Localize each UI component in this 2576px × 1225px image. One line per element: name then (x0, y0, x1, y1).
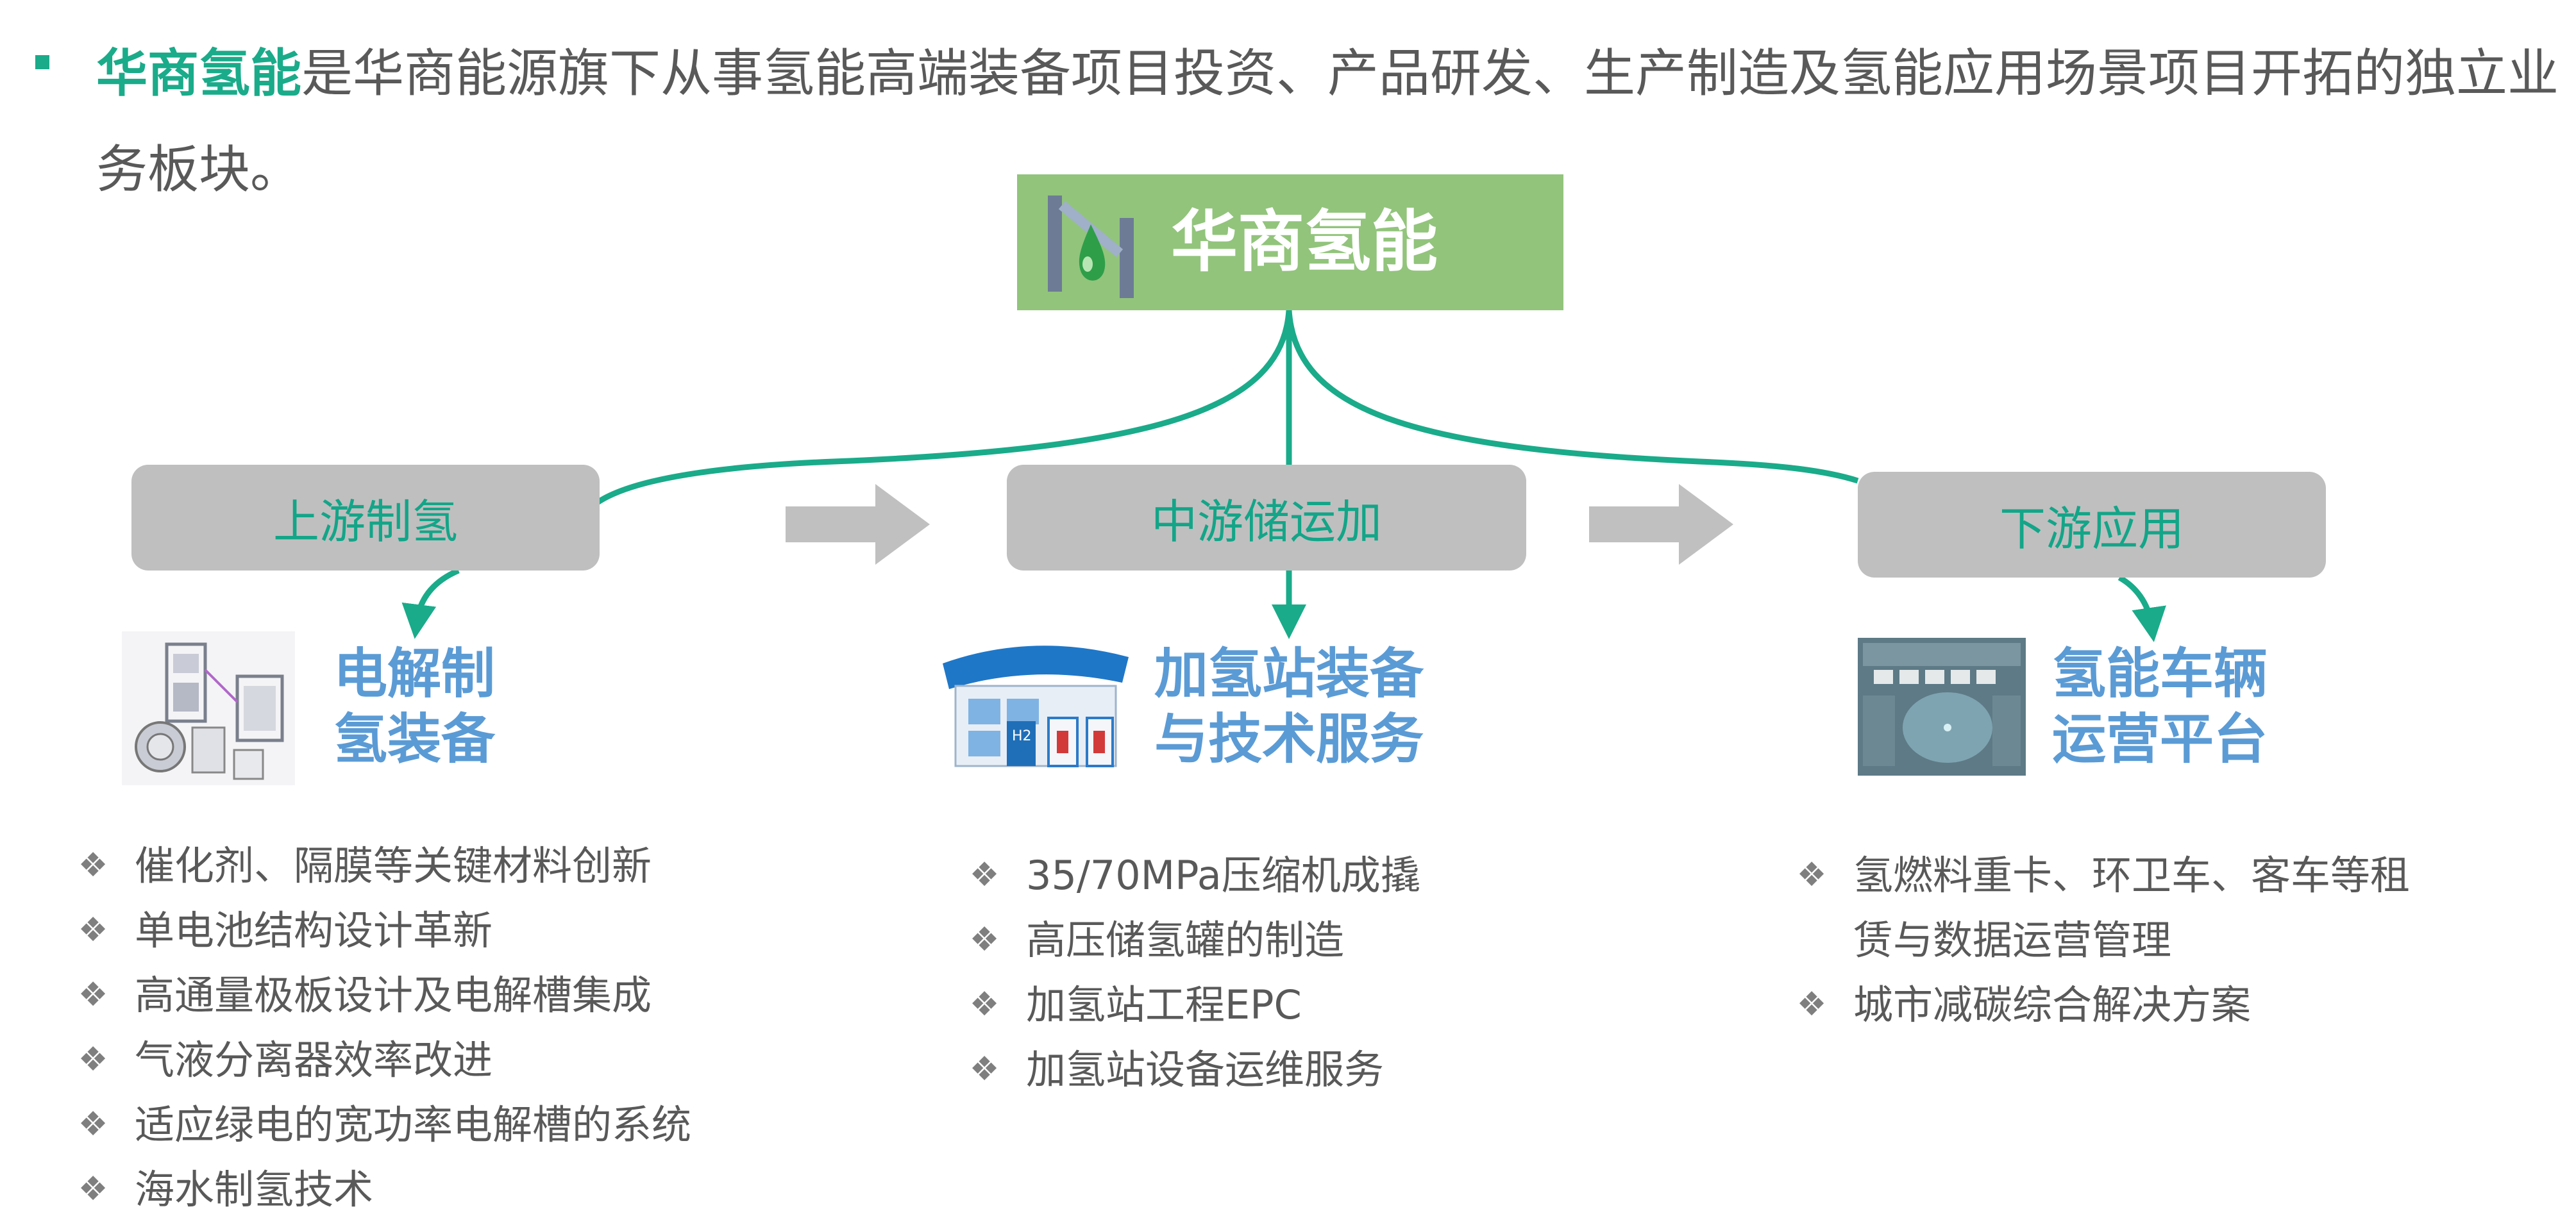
list-item: ❖加氢站工程EPC (962, 972, 1731, 1037)
diamond-bullet-icon: ❖ (78, 846, 108, 885)
diamond-bullet-icon: ❖ (1796, 856, 1827, 894)
list-item: ❖高通量极板设计及电解槽集成 (71, 963, 840, 1028)
diamond-bullet-icon: ❖ (969, 856, 1000, 894)
product-midstream-title: 加氢站装备 与技术服务 (1154, 641, 1424, 772)
product-midstream-line2: 与技术服务 (1154, 708, 1424, 771)
bullet-square-icon (35, 55, 49, 69)
product-downstream-line2: 运营平台 (2052, 708, 2268, 771)
product-upstream-line1: 电解制 (333, 642, 496, 705)
list-item: ❖单电池结构设计革新 (71, 898, 840, 963)
list-item: ❖催化剂、隔膜等关键材料创新 (71, 833, 840, 898)
midstream-feature-list: ❖35/70MPa压缩机成撬 ❖高压储氢罐的制造 ❖加氢站工程EPC ❖加氢站设… (962, 843, 1731, 1102)
diamond-bullet-icon: ❖ (1796, 985, 1827, 1024)
line-brand-to-upstream (594, 310, 1292, 506)
arrow-downstream-to-product (2117, 575, 2166, 642)
product-midstream-line1: 加氢站装备 (1154, 642, 1424, 705)
diamond-bullet-icon: ❖ (78, 1105, 108, 1144)
upstream-feature-list: ❖催化剂、隔膜等关键材料创新 ❖单电池结构设计革新 ❖高通量极板设计及电解槽集成… (71, 833, 840, 1222)
diamond-bullet-icon: ❖ (78, 911, 108, 949)
brand-box: 华商氢能 (1017, 174, 1563, 310)
product-downstream-title: 氢能车辆 运营平台 (2052, 641, 2268, 772)
product-upstream-line2: 氢装备 (333, 708, 496, 771)
electrolyzer-icon (122, 631, 295, 785)
list-item: ❖35/70MPa压缩机成撬 (962, 843, 1731, 908)
list-item: ❖海水制氢技术 (71, 1157, 840, 1222)
list-item: ❖高压储氢罐的制造 (962, 908, 1731, 972)
downstream-feature-list: ❖氢燃料重卡、环卫车、客车等租赁与数据运营管理 ❖城市减碳综合解决方案 (1789, 843, 2430, 1037)
list-item: ❖氢燃料重卡、环卫车、客车等租赁与数据运营管理 (1789, 843, 2430, 972)
gray-arrow-2 (1589, 484, 1733, 565)
hydrogen-station-icon: H2 (943, 646, 1129, 767)
svg-text:H2: H2 (1012, 728, 1032, 744)
list-item: ❖适应绿电的宽功率电解槽的系统 (71, 1092, 840, 1157)
diamond-bullet-icon: ❖ (78, 976, 108, 1014)
diamond-bullet-icon: ❖ (78, 1040, 108, 1079)
vehicle-dashboard-icon (1858, 638, 2026, 776)
intro-body: 是华商能源旗下从事氢能高端装备项目投资、产品研发、生产制造及氢能应用场景项目开拓… (96, 44, 2559, 199)
stage-downstream: 下游应用 (1858, 472, 2326, 578)
product-upstream-title: 电解制 氢装备 (333, 641, 495, 772)
brand-logo-icon (1048, 196, 1134, 298)
diamond-bullet-icon: ❖ (969, 1050, 1000, 1088)
diamond-bullet-icon: ❖ (969, 985, 1000, 1024)
brand-name: 华商氢能 (1171, 203, 1438, 281)
intro-brand: 华商氢能 (96, 44, 301, 103)
arrow-upstream-to-product (401, 567, 460, 639)
list-item: ❖气液分离器效率改进 (71, 1028, 840, 1092)
intro-text: 华商氢能是华商能源旗下从事氢能高端装备项目投资、产品研发、生产制造及氢能应用场景… (96, 26, 2559, 218)
list-item: ❖城市减碳综合解决方案 (1789, 972, 2430, 1037)
stage-upstream: 上游制氢 (131, 465, 600, 571)
gray-arrow-1 (786, 484, 930, 565)
diamond-bullet-icon: ❖ (78, 1170, 108, 1208)
list-item: ❖加氢站设备运维服务 (962, 1037, 1731, 1102)
line-brand-to-downstream (1286, 310, 1859, 484)
diamond-bullet-icon: ❖ (969, 921, 1000, 959)
stage-midstream: 中游储运加 (1007, 465, 1526, 571)
product-downstream-line1: 氢能车辆 (2052, 642, 2268, 705)
